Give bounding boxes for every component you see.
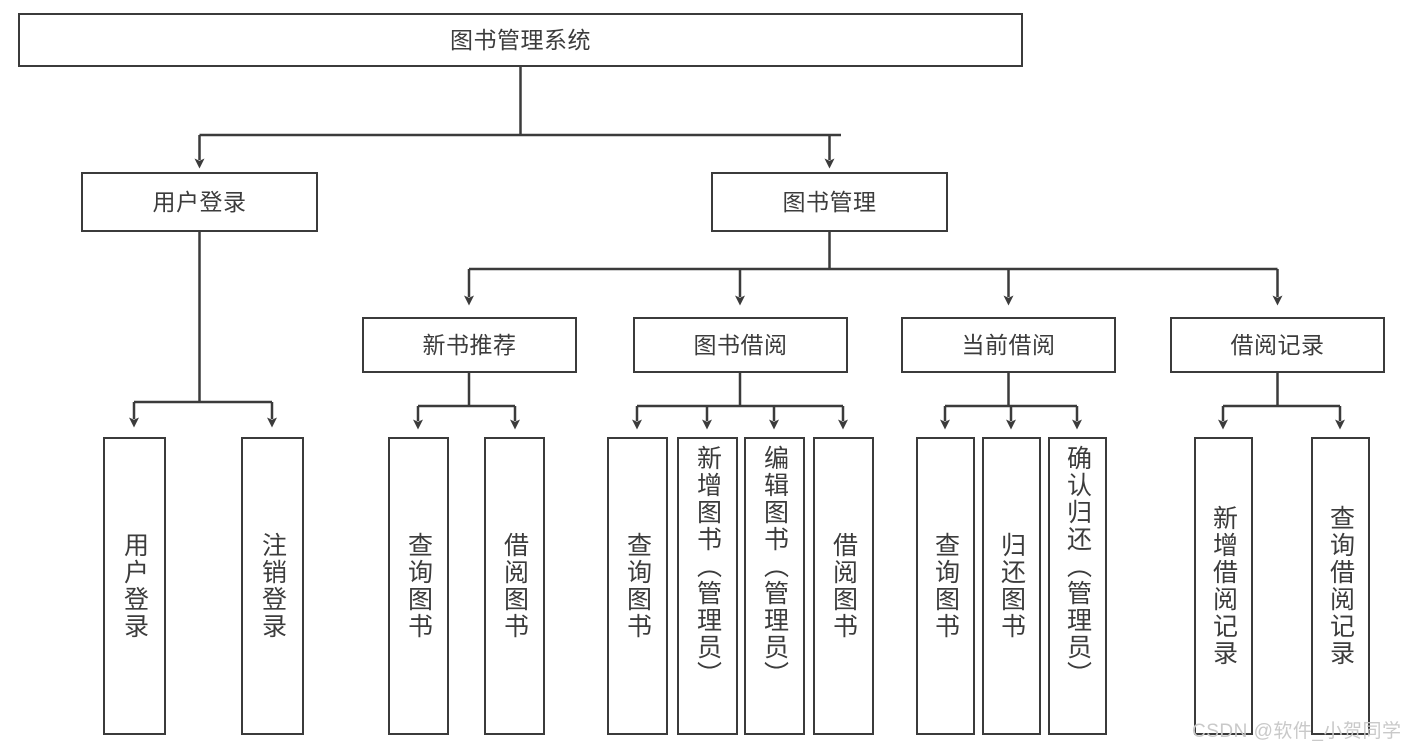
node-leaf-query-book-3[interactable]: 查询图书: [916, 437, 975, 735]
node-leaf-query-record[interactable]: 查询借阅记录: [1311, 437, 1370, 735]
node-leaf-add-book[interactable]: 新增图书（管理员）: [677, 437, 738, 735]
node-leaf-confirm-return-label: 确认归还（管理员）: [1063, 445, 1092, 688]
node-leaf-borrow-book-1-label: 借阅图书: [500, 532, 529, 640]
node-root[interactable]: 图书管理系统: [18, 13, 1023, 67]
node-leaf-query-book-2[interactable]: 查询图书: [607, 437, 668, 735]
node-leaf-return-book[interactable]: 归还图书: [982, 437, 1041, 735]
node-user-login-label: 用户登录: [152, 188, 247, 215]
node-leaf-add-record-label: 新增借阅记录: [1209, 505, 1238, 667]
node-book-borrow-label: 图书借阅: [693, 331, 788, 358]
node-root-label: 图书管理系统: [450, 26, 591, 53]
node-book-manage[interactable]: 图书管理: [711, 172, 948, 232]
node-leaf-user-login-label: 用户登录: [120, 532, 149, 640]
node-leaf-query-record-label: 查询借阅记录: [1326, 505, 1355, 667]
node-leaf-query-book-2-label: 查询图书: [623, 532, 652, 640]
node-leaf-query-book-1[interactable]: 查询图书: [388, 437, 449, 735]
node-leaf-edit-book[interactable]: 编辑图书（管理员）: [744, 437, 805, 735]
node-new-book-rec[interactable]: 新书推荐: [362, 317, 577, 373]
node-leaf-add-record[interactable]: 新增借阅记录: [1194, 437, 1253, 735]
node-leaf-logout[interactable]: 注销登录: [241, 437, 304, 735]
node-leaf-add-book-label: 新增图书（管理员）: [693, 445, 722, 688]
node-leaf-edit-book-label: 编辑图书（管理员）: [760, 445, 789, 688]
csdn-watermark: CSDN @软件_小贺同学: [1192, 721, 1402, 742]
node-borrow-record-label: 借阅记录: [1230, 331, 1325, 358]
node-new-book-rec-label: 新书推荐: [422, 331, 517, 358]
node-book-manage-label: 图书管理: [782, 188, 877, 215]
node-user-login[interactable]: 用户登录: [81, 172, 318, 232]
node-leaf-borrow-book-1[interactable]: 借阅图书: [484, 437, 545, 735]
node-leaf-query-book-3-label: 查询图书: [931, 532, 960, 640]
node-current-borrow[interactable]: 当前借阅: [901, 317, 1116, 373]
node-book-borrow[interactable]: 图书借阅: [633, 317, 848, 373]
node-leaf-logout-label: 注销登录: [258, 532, 287, 640]
node-borrow-record[interactable]: 借阅记录: [1170, 317, 1385, 373]
node-leaf-return-book-label: 归还图书: [997, 532, 1026, 640]
node-leaf-user-login[interactable]: 用户登录: [103, 437, 166, 735]
node-leaf-borrow-book-2-label: 借阅图书: [829, 532, 858, 640]
node-leaf-query-book-1-label: 查询图书: [404, 532, 433, 640]
node-leaf-borrow-book-2[interactable]: 借阅图书: [813, 437, 874, 735]
node-current-borrow-label: 当前借阅: [961, 331, 1056, 358]
node-leaf-confirm-return[interactable]: 确认归还（管理员）: [1048, 437, 1107, 735]
